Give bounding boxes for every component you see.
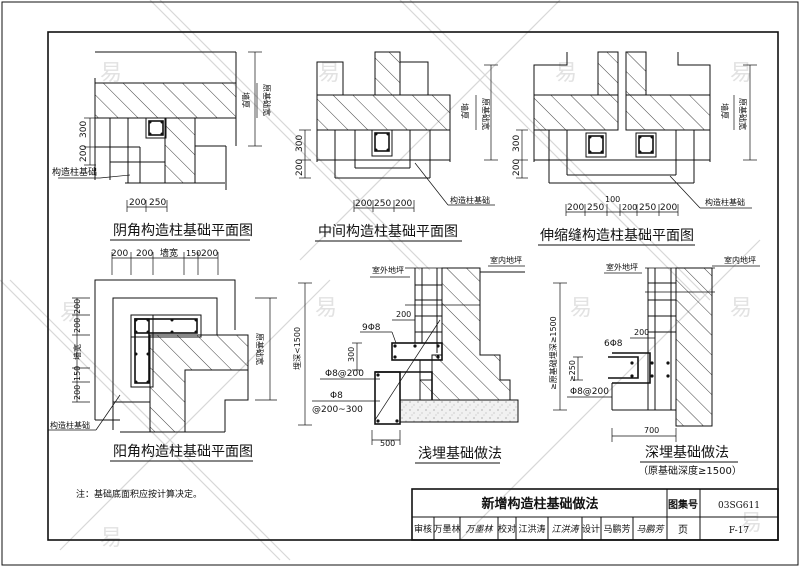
outdoor-grade-label: 室外地坪 bbox=[606, 262, 638, 272]
dim-150: 150 bbox=[73, 366, 82, 381]
page-label: 页 bbox=[678, 524, 688, 536]
watermark-glyph: 易 bbox=[570, 296, 592, 321]
dim-200: 200 bbox=[395, 199, 412, 209]
foundation-width-label: 原基础宽 bbox=[481, 98, 491, 130]
dim-200: 200 bbox=[73, 299, 82, 314]
dim-300: 300 bbox=[347, 347, 356, 362]
view-title: 阴角构造柱基础平面图 bbox=[113, 222, 253, 239]
view-shallow-foundation: 室外地坪 室内地坪 埋深<1500 200 300 9Φ8 Φ8@200 Φ8 … bbox=[292, 255, 525, 464]
rebar-label-3: Φ8 bbox=[330, 391, 343, 401]
view-inner-corner: 300 200 墙厚 原基础宽 200 250 构造柱基础 阴角构造柱基础平面图 bbox=[52, 51, 272, 241]
view-title: 浅埋基础做法 bbox=[418, 445, 502, 462]
dim-200: 200 bbox=[355, 199, 372, 209]
dim-200: 200 bbox=[660, 203, 677, 213]
dim-200: 200 bbox=[512, 159, 522, 176]
view-title: 中间构造柱基础平面图 bbox=[318, 223, 458, 240]
dim-200: 200 bbox=[567, 203, 584, 213]
dim-500: 500 bbox=[380, 439, 395, 448]
dim-200: 200 bbox=[634, 328, 649, 337]
dim-200: 200 bbox=[129, 198, 146, 208]
view-outer-corner: 200 200 墙宽 150 200 200 200 bbox=[48, 247, 277, 462]
rebar-label-2: Φ8@200 bbox=[325, 369, 364, 379]
leader-label: 构造柱基础 bbox=[705, 197, 745, 207]
dim-250: 250 bbox=[374, 199, 391, 209]
reviewer-name: 万墨林 bbox=[433, 523, 460, 535]
watermark-glyph: 易 bbox=[555, 61, 577, 86]
indoor-grade-label: 室内地坪 bbox=[490, 255, 522, 265]
page-number: F-17 bbox=[729, 526, 750, 536]
designer-signature: 马鹏芳 bbox=[636, 524, 665, 535]
designer-role: 设计 bbox=[582, 523, 600, 535]
view-title: 伸缩缝构造柱基础平面图 bbox=[540, 227, 694, 244]
dim-200: 200 bbox=[396, 310, 411, 319]
watermark-glyph: 易 bbox=[730, 296, 752, 321]
dim-200: 200 bbox=[136, 249, 153, 259]
watermark-glyph: 易 bbox=[60, 301, 82, 326]
dim-250: 250 bbox=[639, 203, 656, 213]
dim-300: 300 bbox=[79, 121, 89, 138]
rebar-label-1: 6Φ8 bbox=[604, 339, 623, 349]
watermark-glyph: 易 bbox=[318, 61, 340, 86]
watermark-glyph: 易 bbox=[730, 61, 752, 86]
watermark-glyph: 易 bbox=[315, 296, 337, 321]
foundation-width-label: 原基础宽 bbox=[255, 333, 265, 365]
dim-150: 150 bbox=[186, 249, 201, 258]
wall-thickness-label: 墙厚 bbox=[460, 103, 470, 119]
wall-thickness-label: 墙厚 bbox=[720, 103, 730, 119]
dim-100: 100 bbox=[605, 195, 620, 204]
reviewer-signature: 万墨林 bbox=[465, 524, 493, 535]
view-middle: 300 200 墙厚 原基础宽 200 250 200 构造柱基础 中间构造柱基… bbox=[295, 51, 498, 242]
reviewer-role: 审核 bbox=[414, 523, 432, 535]
rebar-label-1: 9Φ8 bbox=[362, 323, 381, 333]
leader-label: 构造柱基础 bbox=[450, 195, 490, 205]
atlas-label: 图集号 bbox=[668, 498, 698, 511]
dim-wall-width: 墙宽 bbox=[72, 344, 82, 360]
watermark-glyph: 易 bbox=[100, 526, 122, 551]
dim-200: 200 bbox=[73, 318, 82, 333]
view-title: 阳角构造柱基础平面图 bbox=[113, 443, 253, 460]
dim-250: ≥250 bbox=[568, 360, 577, 382]
indoor-grade-label: 室内地坪 bbox=[724, 255, 756, 265]
view-expansion-joint: 300 200 墙厚 原基础宽 200 250 100 200 250 200 … bbox=[512, 51, 757, 246]
rebar-label-2: Φ8@200 bbox=[570, 387, 609, 397]
dim-250: 250 bbox=[149, 198, 166, 208]
watermark-glyph: 易 bbox=[100, 61, 122, 86]
foundation-width-label: 原基础宽 bbox=[262, 84, 272, 116]
dim-300: 300 bbox=[295, 135, 305, 152]
dim-200: 200 bbox=[295, 159, 305, 176]
checker-role: 校对 bbox=[498, 523, 516, 535]
rebar-label-4: @200~300 bbox=[312, 405, 363, 415]
atlas-number: 03SG611 bbox=[718, 501, 760, 511]
checker-name: 江洪涛 bbox=[518, 523, 545, 535]
title-block: 新增构造柱基础做法 图集号 03SG611 审核 万墨林 万墨林 校对 江洪涛 … bbox=[411, 488, 779, 541]
drawing-note: 注：基础底面积应按计算决定。 bbox=[76, 488, 202, 500]
designer-name: 马鹏芳 bbox=[603, 523, 630, 535]
outdoor-grade-label: 室外地坪 bbox=[372, 265, 404, 275]
dim-700: 700 bbox=[644, 426, 659, 435]
dim-300: 300 bbox=[512, 135, 522, 152]
dim-250: 250 bbox=[587, 203, 604, 213]
view-title: 深埋基础做法 bbox=[645, 444, 729, 461]
drawing-title: 新增构造柱基础做法 bbox=[481, 496, 598, 512]
view-deep-foundation: 室外地坪 室内地坪 ≥原基础埋深≥1500 200 ≥250 6Φ8 Φ8@20… bbox=[548, 255, 760, 477]
dim-200: 200 bbox=[201, 249, 218, 259]
burial-depth-label: 埋深<1500 bbox=[292, 327, 302, 370]
leader-label: 构造柱基础 bbox=[50, 420, 90, 430]
dim-200: 200 bbox=[622, 203, 637, 212]
checker-signature: 江洪涛 bbox=[551, 524, 580, 535]
dim-200: 200 bbox=[73, 385, 82, 400]
dim-200: 200 bbox=[111, 249, 128, 259]
view-subtitle: （原基础深度≥1500） bbox=[638, 464, 742, 477]
leader-label: 构造柱基础 bbox=[52, 166, 97, 178]
dim-wall-width: 墙宽 bbox=[160, 247, 178, 259]
dim-200: 200 bbox=[79, 145, 89, 162]
foundation-width-label: 原基础宽 bbox=[738, 98, 748, 130]
wall-thickness-label: 墙厚 bbox=[241, 92, 251, 108]
burial-depth-label: ≥原基础埋深≥1500 bbox=[548, 316, 558, 390]
